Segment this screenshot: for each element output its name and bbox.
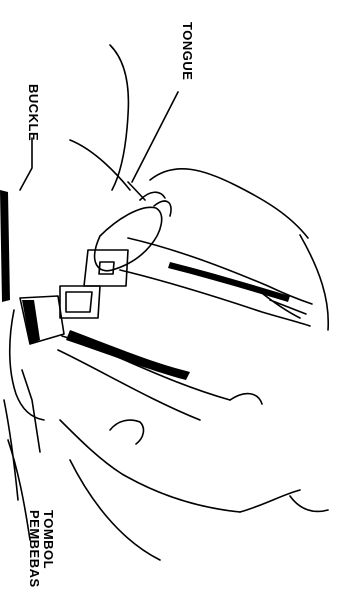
left-edge-shade (0, 190, 10, 302)
tongue-leader-line (132, 92, 178, 182)
shoulder-contour (110, 45, 128, 190)
torso-contour (300, 235, 328, 330)
release-leader-line (22, 370, 40, 452)
thigh-contour (60, 420, 240, 512)
lower-contour (70, 460, 160, 560)
release-button-label: TOMBOL PEMBEBAS (27, 510, 55, 588)
lower-hand-outline (110, 420, 143, 444)
buckle-inner (66, 292, 92, 312)
buckle-leader-line (20, 138, 32, 190)
shoulder-belt-shade (66, 330, 190, 380)
buckle-label: BUCKLE (26, 84, 40, 141)
belt-end-curve (230, 394, 262, 404)
release-button-label-line1: TOMBOL (41, 510, 55, 588)
release-button-label-line2: PEMBEBAS (27, 510, 41, 588)
tongue-label: TONGUE (180, 22, 194, 80)
chest-contour (150, 169, 308, 238)
lap-belt-upper (128, 238, 312, 304)
tongue-plate (84, 250, 128, 286)
tongue-slot (99, 262, 114, 274)
knee-contour (240, 490, 328, 512)
lap-belt-shade (168, 262, 290, 302)
